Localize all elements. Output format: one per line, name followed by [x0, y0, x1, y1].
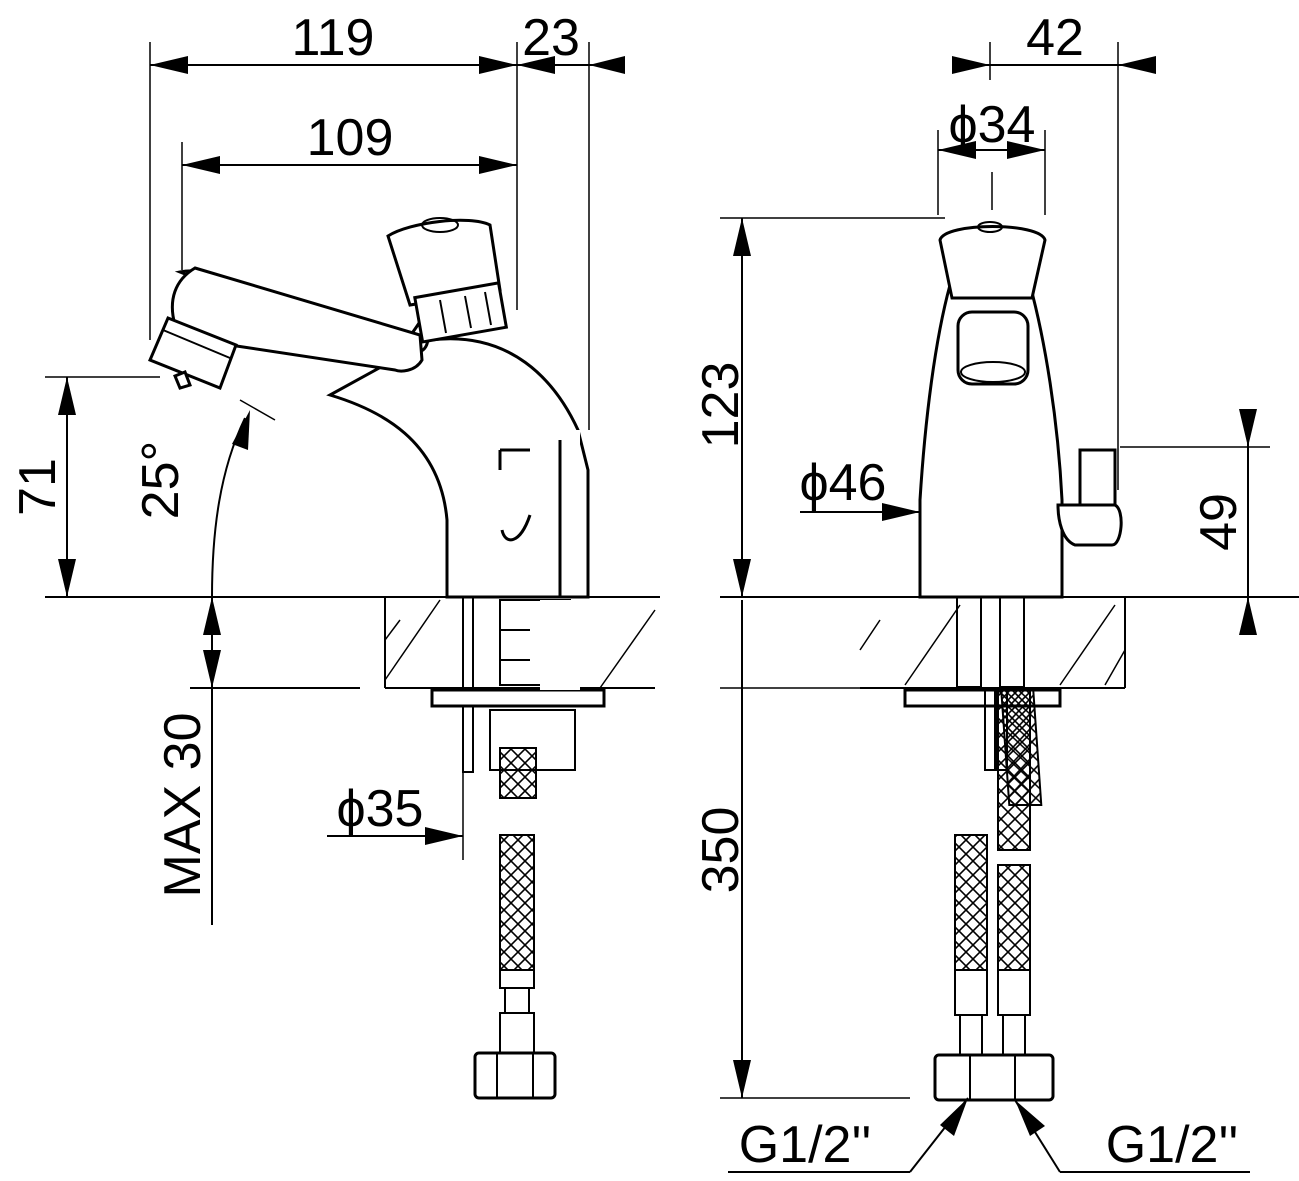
thread-callout-right: G1/2'' — [1014, 1099, 1250, 1174]
side-view: 119 23 109 — [9, 9, 660, 1100]
dim-42-label: 42 — [1026, 9, 1084, 67]
dim-71-label: 71 — [9, 458, 67, 516]
dim-46-label: ϕ46 — [800, 454, 887, 512]
dim-max-label: MAX 30 — [154, 713, 212, 898]
dimension-max-deck: MAX 30 — [154, 597, 221, 925]
dimension-shank-dia: ϕ35 — [327, 772, 464, 860]
dim-350-label: 350 — [692, 807, 750, 894]
supply-hose-side — [473, 834, 557, 1100]
dim-23-label: 23 — [522, 9, 580, 67]
dim-35-label: ϕ35 — [337, 780, 424, 838]
dimension-head-depth: 42 — [952, 9, 1156, 490]
dim-123-label: 123 — [692, 362, 750, 449]
front-view: 42 ϕ34 — [690, 9, 1299, 1174]
dim-34-label: ϕ34 — [949, 96, 1036, 154]
dimension-lever-height: 49 — [1120, 409, 1270, 635]
dim-49-label: 49 — [1190, 493, 1248, 551]
dimension-hose-length: 350 — [692, 600, 910, 1099]
dimension-total-height: 123 — [690, 217, 945, 597]
dimension-body-dia: ϕ46 — [800, 454, 920, 521]
thread-right-label: G1/2'' — [1106, 1116, 1239, 1174]
faucet-body-side — [148, 217, 590, 599]
dimension-spout-length: 109 — [181, 109, 517, 270]
dim-119-label: 119 — [292, 9, 375, 67]
dim-109-label: 109 — [307, 109, 394, 167]
thread-left-label: G1/2'' — [739, 1116, 872, 1174]
thread-callout-left: G1/2'' — [728, 1097, 969, 1174]
faucet-body-front — [918, 221, 1123, 599]
dim-angle-label: 25° — [132, 441, 190, 520]
dimension-head-dia: ϕ34 — [937, 96, 1046, 215]
dimension-spout-height: 71 — [9, 376, 160, 597]
supply-hoses-front — [933, 689, 1055, 1102]
dimension-overall-length: 119 23 — [149, 9, 625, 430]
dimension-angle: 25° — [132, 399, 276, 598]
deck-counter-side — [45, 596, 660, 799]
